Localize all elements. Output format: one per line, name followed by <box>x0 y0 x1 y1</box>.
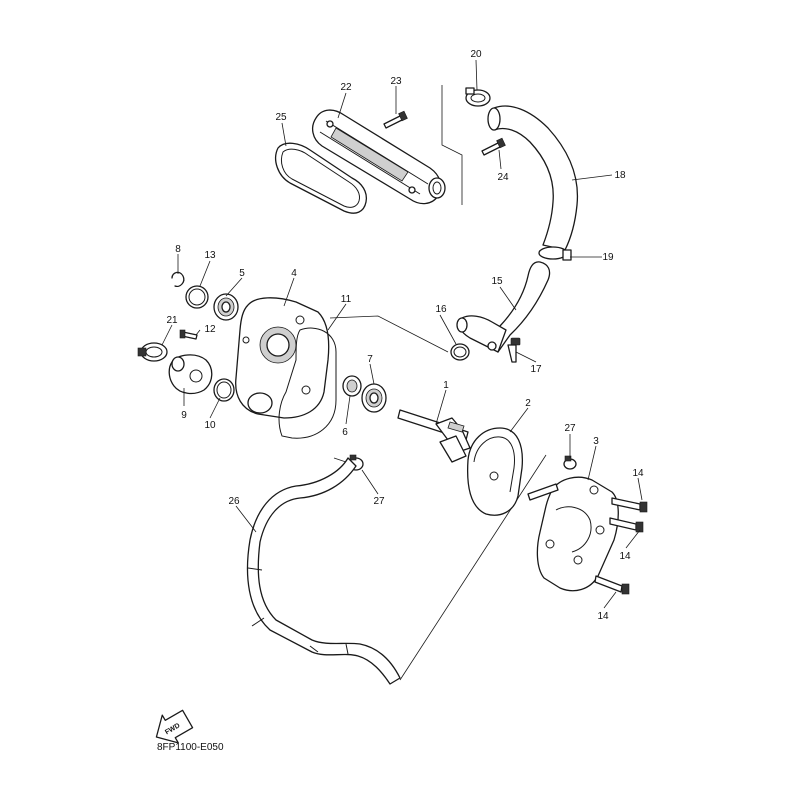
part-25-gasket <box>275 142 368 214</box>
callout-1: 1 <box>443 380 449 391</box>
part-8-circlip <box>171 271 185 288</box>
part-15-pipe <box>456 261 551 353</box>
callout-20: 20 <box>470 49 482 60</box>
part-16-o-ring <box>450 343 470 361</box>
part-19-clamp <box>538 246 572 261</box>
callout-12: 12 <box>204 324 216 335</box>
part-17-bolt <box>507 337 521 363</box>
callout-25: 25 <box>275 112 287 123</box>
callout-7: 7 <box>367 354 373 365</box>
callout-8: 8 <box>175 244 181 255</box>
callout-27-upper: 27 <box>564 423 576 434</box>
callout-6: 6 <box>342 427 348 438</box>
callout-14-b: 14 <box>619 551 631 562</box>
callout-4: 4 <box>291 268 297 279</box>
part-11-gasket <box>278 327 337 439</box>
leader-lines <box>161 59 643 609</box>
callout-18: 18 <box>614 170 626 181</box>
assembly-lines <box>329 85 547 681</box>
callout-24: 24 <box>497 172 509 183</box>
part-13-o-ring <box>185 285 209 309</box>
part-4-pump-housing <box>235 297 330 419</box>
part-27-clamp-upper <box>563 455 577 470</box>
part-2-plate <box>466 427 524 516</box>
part-12-bolt <box>179 329 198 340</box>
part-1-impeller-shaft <box>397 409 471 463</box>
callout-23: 23 <box>390 76 402 87</box>
part-7-mechanical-seal <box>361 383 387 413</box>
callout-2: 2 <box>525 398 531 409</box>
fwd-arrow: FWD <box>155 709 194 744</box>
callout-9: 9 <box>181 410 187 421</box>
callout-16: 16 <box>435 304 447 315</box>
callout-17: 17 <box>530 364 542 375</box>
part-24-bolt <box>481 137 506 156</box>
callout-14-a: 14 <box>632 468 644 479</box>
callout-3: 3 <box>593 436 599 447</box>
part-14-bolt-c <box>594 575 630 595</box>
part-10-o-ring <box>213 378 235 402</box>
part-9-housing <box>168 354 213 395</box>
part-3-pump-cover <box>527 476 619 592</box>
part-26-lower-hose <box>246 457 401 685</box>
callout-13: 13 <box>204 250 216 261</box>
callout-15: 15 <box>491 276 503 287</box>
part-22-cover-plate <box>311 109 446 205</box>
part-6-oil-seal <box>342 375 362 397</box>
callouts: 20 22 23 25 24 18 19 15 16 17 8 13 5 4 1… <box>166 49 644 622</box>
callout-27-lower: 27 <box>373 496 385 507</box>
callout-11: 11 <box>341 294 352 305</box>
part-14-bolt-a <box>611 497 648 513</box>
part-21-clamp <box>137 342 168 362</box>
part-20-clamp <box>465 87 491 107</box>
callout-5: 5 <box>239 268 245 279</box>
callout-21: 21 <box>166 315 178 326</box>
callout-19: 19 <box>602 252 614 263</box>
callout-14-c: 14 <box>597 611 609 622</box>
callout-10: 10 <box>204 420 216 431</box>
part-14-bolt-b <box>609 517 644 533</box>
callout-26: 26 <box>228 496 240 507</box>
diagram-code: 8FP1100-E050 <box>157 742 224 753</box>
callout-22: 22 <box>340 82 352 93</box>
part-5-bearing <box>213 293 239 321</box>
part-23-bolt <box>383 110 408 129</box>
